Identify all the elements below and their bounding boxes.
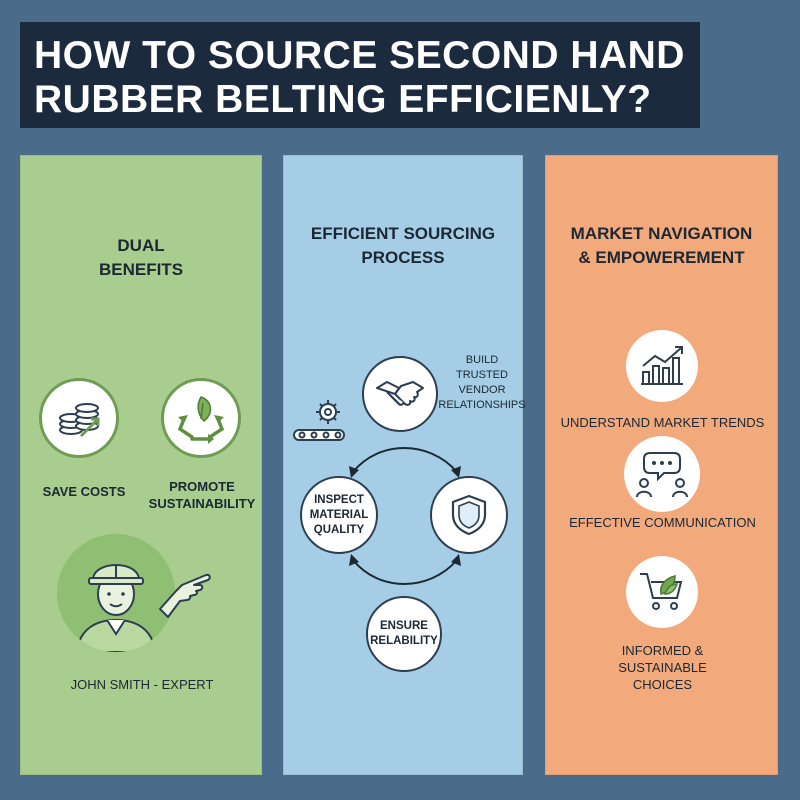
market-title: MARKET NAVIGATION & EMPOWEREMENT [546,222,777,270]
sourcing-title: EFFICIENT SOURCING PROCESS [284,222,522,270]
cart-leaf-icon [626,556,698,628]
sourcing-title-line-2: PROCESS [361,248,445,267]
sourcing-process-panel: EFFICIENT SOURCING PROCESS BUILD TRUSTED… [283,155,526,775]
expert-worker-icon [57,534,175,652]
title-banner: HOW TO SOURCE SECOND HAND RUBBER BELTING… [20,22,700,128]
ensure-label-line-1: ENSURE [380,620,428,632]
market-title-line-2: & EMPOWEREMENT [578,248,745,267]
market-title-line-1: MARKET NAVIGATION [570,224,753,243]
dual-benefits-title: DUAL BENEFITS [21,234,261,282]
ensure-reliability-node: ENSURE RELABILITY [366,596,442,672]
promote-label-line-1: PROMOTE [169,479,235,494]
effective-communication-label: EFFECTIVE COMMUNICATION [569,515,756,530]
dual-benefits-title-line-2: BENEFITS [98,260,184,279]
chat-people-icon [624,436,700,512]
inspect-label-line-2: MATERIAL [309,508,369,521]
build-label-line-4: RELATIONSHIPS [438,399,526,411]
build-label-line-2: TRUSTED [456,369,508,381]
gear-conveyor-icon [290,394,354,450]
handshake-icon [362,356,438,432]
expert-name-label: JOHN SMITH - EXPERT [70,677,214,692]
ensure-label-line-2: RELABILITY [370,635,438,647]
coins-icon [39,378,119,458]
inspect-label-line-1: INSPECT [314,493,364,506]
market-navigation-panel: MARKET NAVIGATION & EMPOWEREMENT UNDERST… [545,155,778,775]
build-label-line-1: BUILD [465,354,499,366]
shield-icon [430,476,508,554]
choices-label-line-2: SUSTAINABLE [618,660,707,675]
pointing-hand-icon [156,561,216,621]
inspect-label-line-3: QUALITY [313,523,365,536]
recycle-leaf-icon [161,378,241,458]
page-title-line-2: RUBBER BELTING EFFICIENLY? [34,78,652,121]
page-title-line-1: HOW TO SOURCE SECOND HAND [34,34,685,77]
choices-label-line-1: INFORMED & [621,643,704,658]
informed-choices-label: INFORMED & SUSTAINABLE CHOICES [546,642,779,693]
dual-benefits-panel: DUAL BENEFITS [20,155,262,775]
ensure-label: ENSURE RELABILITY [370,619,438,649]
choices-label-line-3: CHOICES [632,677,693,692]
inspect-label: INSPECT MATERIAL QUALITY [310,493,369,538]
promote-sustainability-label: PROMOTE SUSTAINABILITY [141,478,263,512]
build-vendor-label: BUILD TRUSTED VENDOR RELATIONSHIPS [434,353,530,413]
market-trends-label: UNDERSTAND MARKET TRENDS [560,415,765,430]
promote-label-line-2: SUSTAINABILITY [148,496,256,511]
build-label-line-3: VENDOR [458,384,506,396]
save-costs-label: SAVE COSTS [42,484,126,499]
sourcing-title-line-1: EFFICIENT SOURCING [310,224,496,243]
cycle-arrows-icon [339,436,469,596]
dual-benefits-title-line-1: DUAL [117,236,165,255]
chart-up-icon [626,330,698,402]
inspect-quality-node: INSPECT MATERIAL QUALITY [300,476,378,554]
